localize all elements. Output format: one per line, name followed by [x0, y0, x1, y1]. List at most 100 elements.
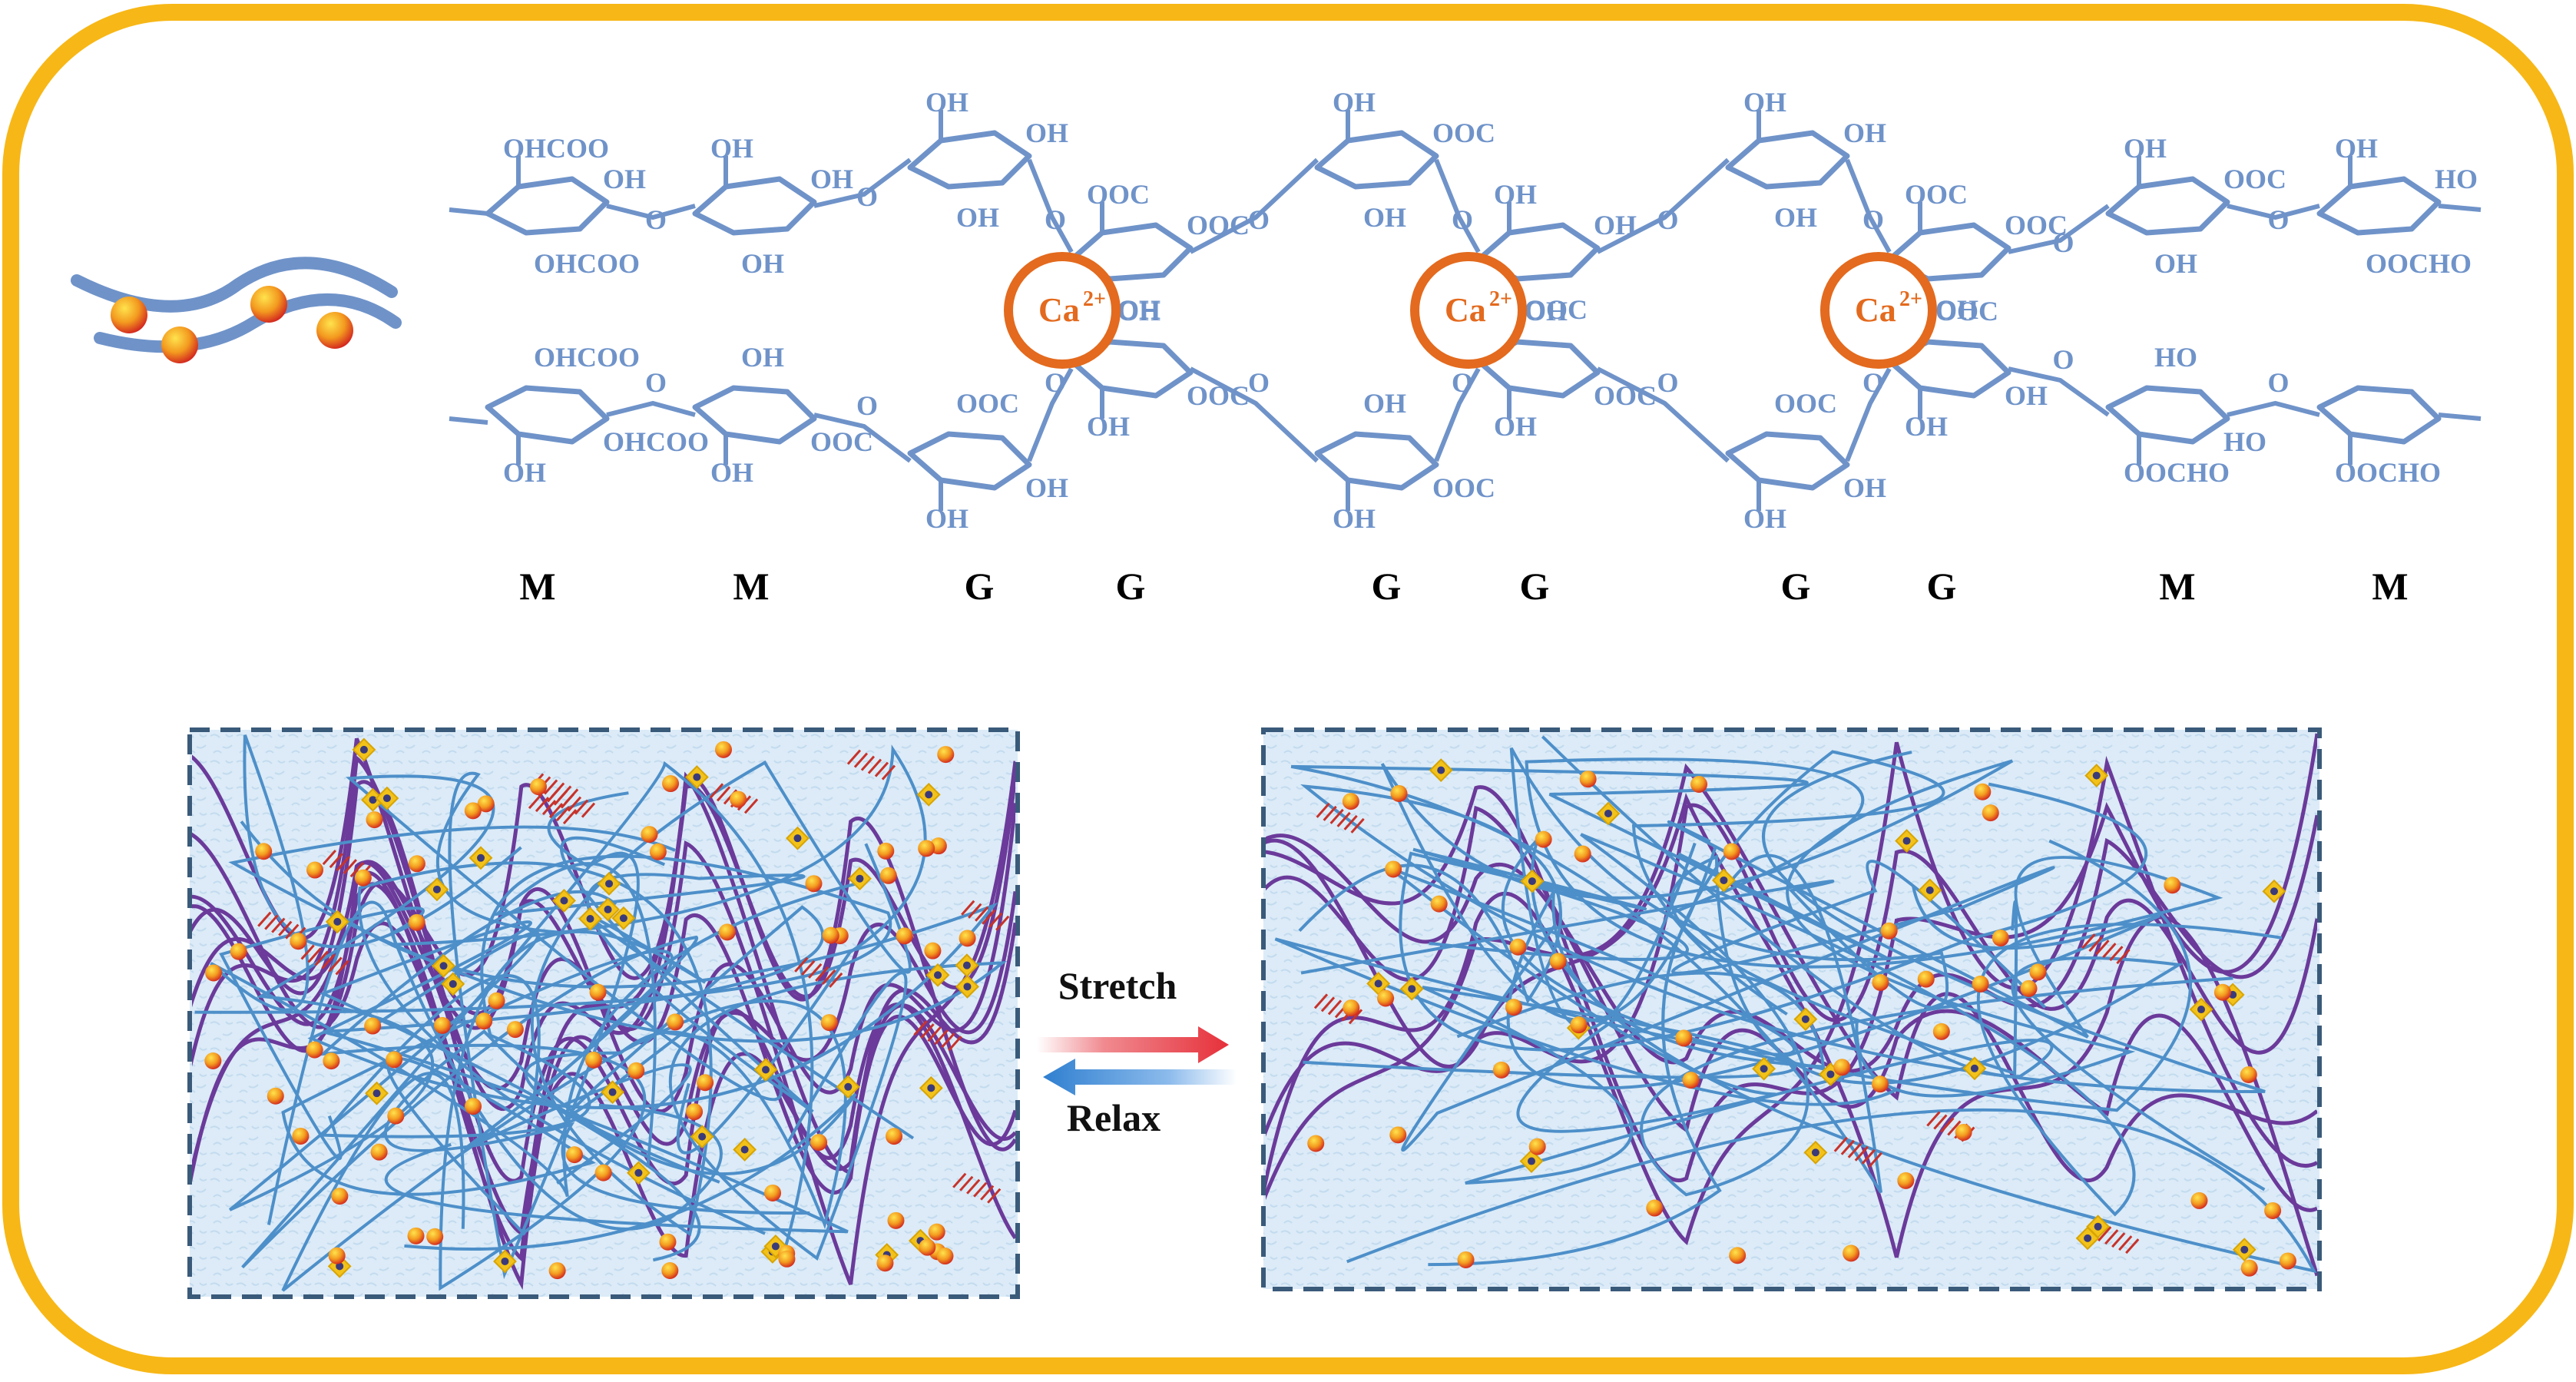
calcium-ion-dot: [764, 1184, 782, 1201]
purple-polymer-strand: [192, 803, 1015, 1114]
upper-glycosidic-bond-6: [1596, 157, 1730, 254]
upper-bridge-o-2: O: [856, 181, 878, 212]
purple-polymer-strand: [1266, 741, 2317, 1245]
calcium-label-1: Ca: [1038, 291, 1080, 329]
hydrogen-bond-ladder: [528, 794, 578, 825]
unit-label-2: M: [733, 565, 769, 608]
calcium-ion-dot: [584, 1051, 602, 1069]
blue-alginate-strand: [1303, 735, 2054, 1185]
calcium-ion-dot: [204, 1052, 222, 1069]
calcium-ion-dot: [686, 1103, 704, 1121]
calcium-ion-dot: [778, 1250, 796, 1268]
calcium-ion-dot: [641, 826, 658, 843]
calcium-ion-dot: [475, 1012, 493, 1030]
calcium-ion-dot: [407, 1227, 425, 1244]
upper-label-24: OH: [1935, 294, 1978, 325]
calcium-ion-dot: [370, 1143, 388, 1161]
stretch-arrow: [1037, 1026, 1229, 1063]
panel-relaxed-network: [187, 727, 1020, 1299]
calcium-ion-dot: [714, 741, 732, 758]
lower-bridge-o-6: O: [1657, 367, 1679, 398]
calcium-ion-dot: [1690, 775, 1708, 793]
crosslink-core: [439, 962, 448, 970]
calcium-ion-dot: [328, 1247, 346, 1264]
crosslink-core: [449, 979, 457, 988]
upper-glycosidic-bond-3: [1027, 158, 1074, 254]
upper-label-1: OHCOO: [503, 133, 609, 164]
calcium-ion-dot: [1897, 1172, 1915, 1189]
calcium-charge-1: 2+: [1083, 287, 1106, 311]
upper-label-20: OH: [1843, 118, 1886, 148]
calcium-ion-dot: [331, 1188, 349, 1205]
upper-bridge-o-1: O: [645, 204, 667, 235]
lower-label-28: OOCHO: [2335, 457, 2441, 488]
lower-label-17: OOC: [1594, 380, 1657, 411]
lower-label-11: OOC: [1187, 380, 1250, 411]
lower-bridge-o-1: O: [645, 367, 667, 398]
upper-glycosidic-bond-4: [1189, 157, 1319, 254]
unit-label-7: G: [1781, 565, 1811, 608]
calcium-ion-dot: [1574, 845, 1591, 863]
calcium-ion-dot: [1457, 1251, 1475, 1268]
calcium-ion-dot: [2029, 963, 2047, 981]
calcium-ion-dot: [366, 811, 383, 829]
lower-glycosidic-bond-8: [2008, 366, 2110, 417]
calcium-ion-dot: [290, 933, 307, 950]
upper-label-6: OH: [741, 248, 784, 279]
lower-label-25: OOCHO: [2124, 457, 2230, 488]
calcium-ion-dot: [2020, 979, 2038, 997]
upper-label-25: OH: [2124, 133, 2167, 164]
upper-glycosidic-bond-8: [2008, 204, 2110, 254]
blue-alginate-strand: [281, 999, 847, 1292]
calcium-ion-dot: [1880, 922, 1898, 940]
upper-chain-start: [449, 207, 488, 216]
calcium-ion-dot: [718, 923, 736, 941]
hydrogen-bond-ladder: [2081, 933, 2131, 965]
unit-label-6: G: [1520, 565, 1550, 608]
crosslink-core: [477, 853, 485, 862]
lower-glycosidic-bond-5: [1434, 367, 1481, 462]
calcium-ion-dot: [1917, 970, 1935, 988]
calcium-ion-dot: [937, 746, 955, 764]
outer-frame: [2, 4, 2574, 1374]
crosslink-core: [1760, 1065, 1768, 1073]
calcium-ion-dot: [364, 1017, 382, 1035]
crosslink-core: [1801, 1015, 1809, 1023]
lower-ring-3: [907, 431, 1032, 491]
blue-alginate-strand: [241, 761, 814, 1269]
upper-bridge-o-8: O: [2053, 227, 2074, 258]
upper-ring-3: [907, 130, 1032, 190]
lower-label-22: OH: [1905, 411, 1948, 442]
crosslink-core: [962, 961, 971, 969]
lower-label-21: OOC: [1774, 388, 1837, 419]
calcium-ion-dot: [1682, 1072, 1700, 1089]
lower-bridge-o-2: O: [856, 390, 878, 421]
crosslink-core: [771, 1242, 780, 1251]
crosslink-core: [2270, 887, 2278, 896]
hydrogen-bond-ladder: [913, 1020, 962, 1052]
crosslink-core: [1826, 1070, 1835, 1079]
calcium-ion-dot: [887, 1211, 905, 1229]
lower-label-26: HO: [2223, 426, 2266, 457]
lower-label-5: OOC: [810, 426, 873, 457]
calcium-ion-dot: [1307, 1135, 1325, 1152]
crosslink-core: [501, 1257, 509, 1265]
lower-chain-end: [2438, 413, 2482, 421]
lower-label-23: OH: [2005, 380, 2048, 411]
lower-ring-5: [1314, 431, 1439, 491]
upper-label-15: OH: [1363, 202, 1406, 233]
calcium-ion-dot: [730, 790, 747, 808]
calcium-ion-dot: [1955, 1123, 1972, 1141]
crosslink-core: [1604, 809, 1612, 817]
lower-label-20: OH: [1843, 472, 1886, 503]
blue-alginate-strand: [1525, 757, 2223, 1039]
blue-alginate-strand: [1428, 750, 1945, 1267]
calcium-ion-dot: [1972, 975, 1989, 993]
calcium-ion-dot: [354, 869, 372, 887]
upper-bridge-o-7: O: [1862, 204, 1884, 235]
calcium-charge-2: 2+: [1489, 287, 1512, 311]
crosslink-core: [1528, 1157, 1536, 1165]
upper-glycosidic-bond-5: [1434, 158, 1481, 254]
calcium-ion-dot: [565, 1146, 583, 1164]
